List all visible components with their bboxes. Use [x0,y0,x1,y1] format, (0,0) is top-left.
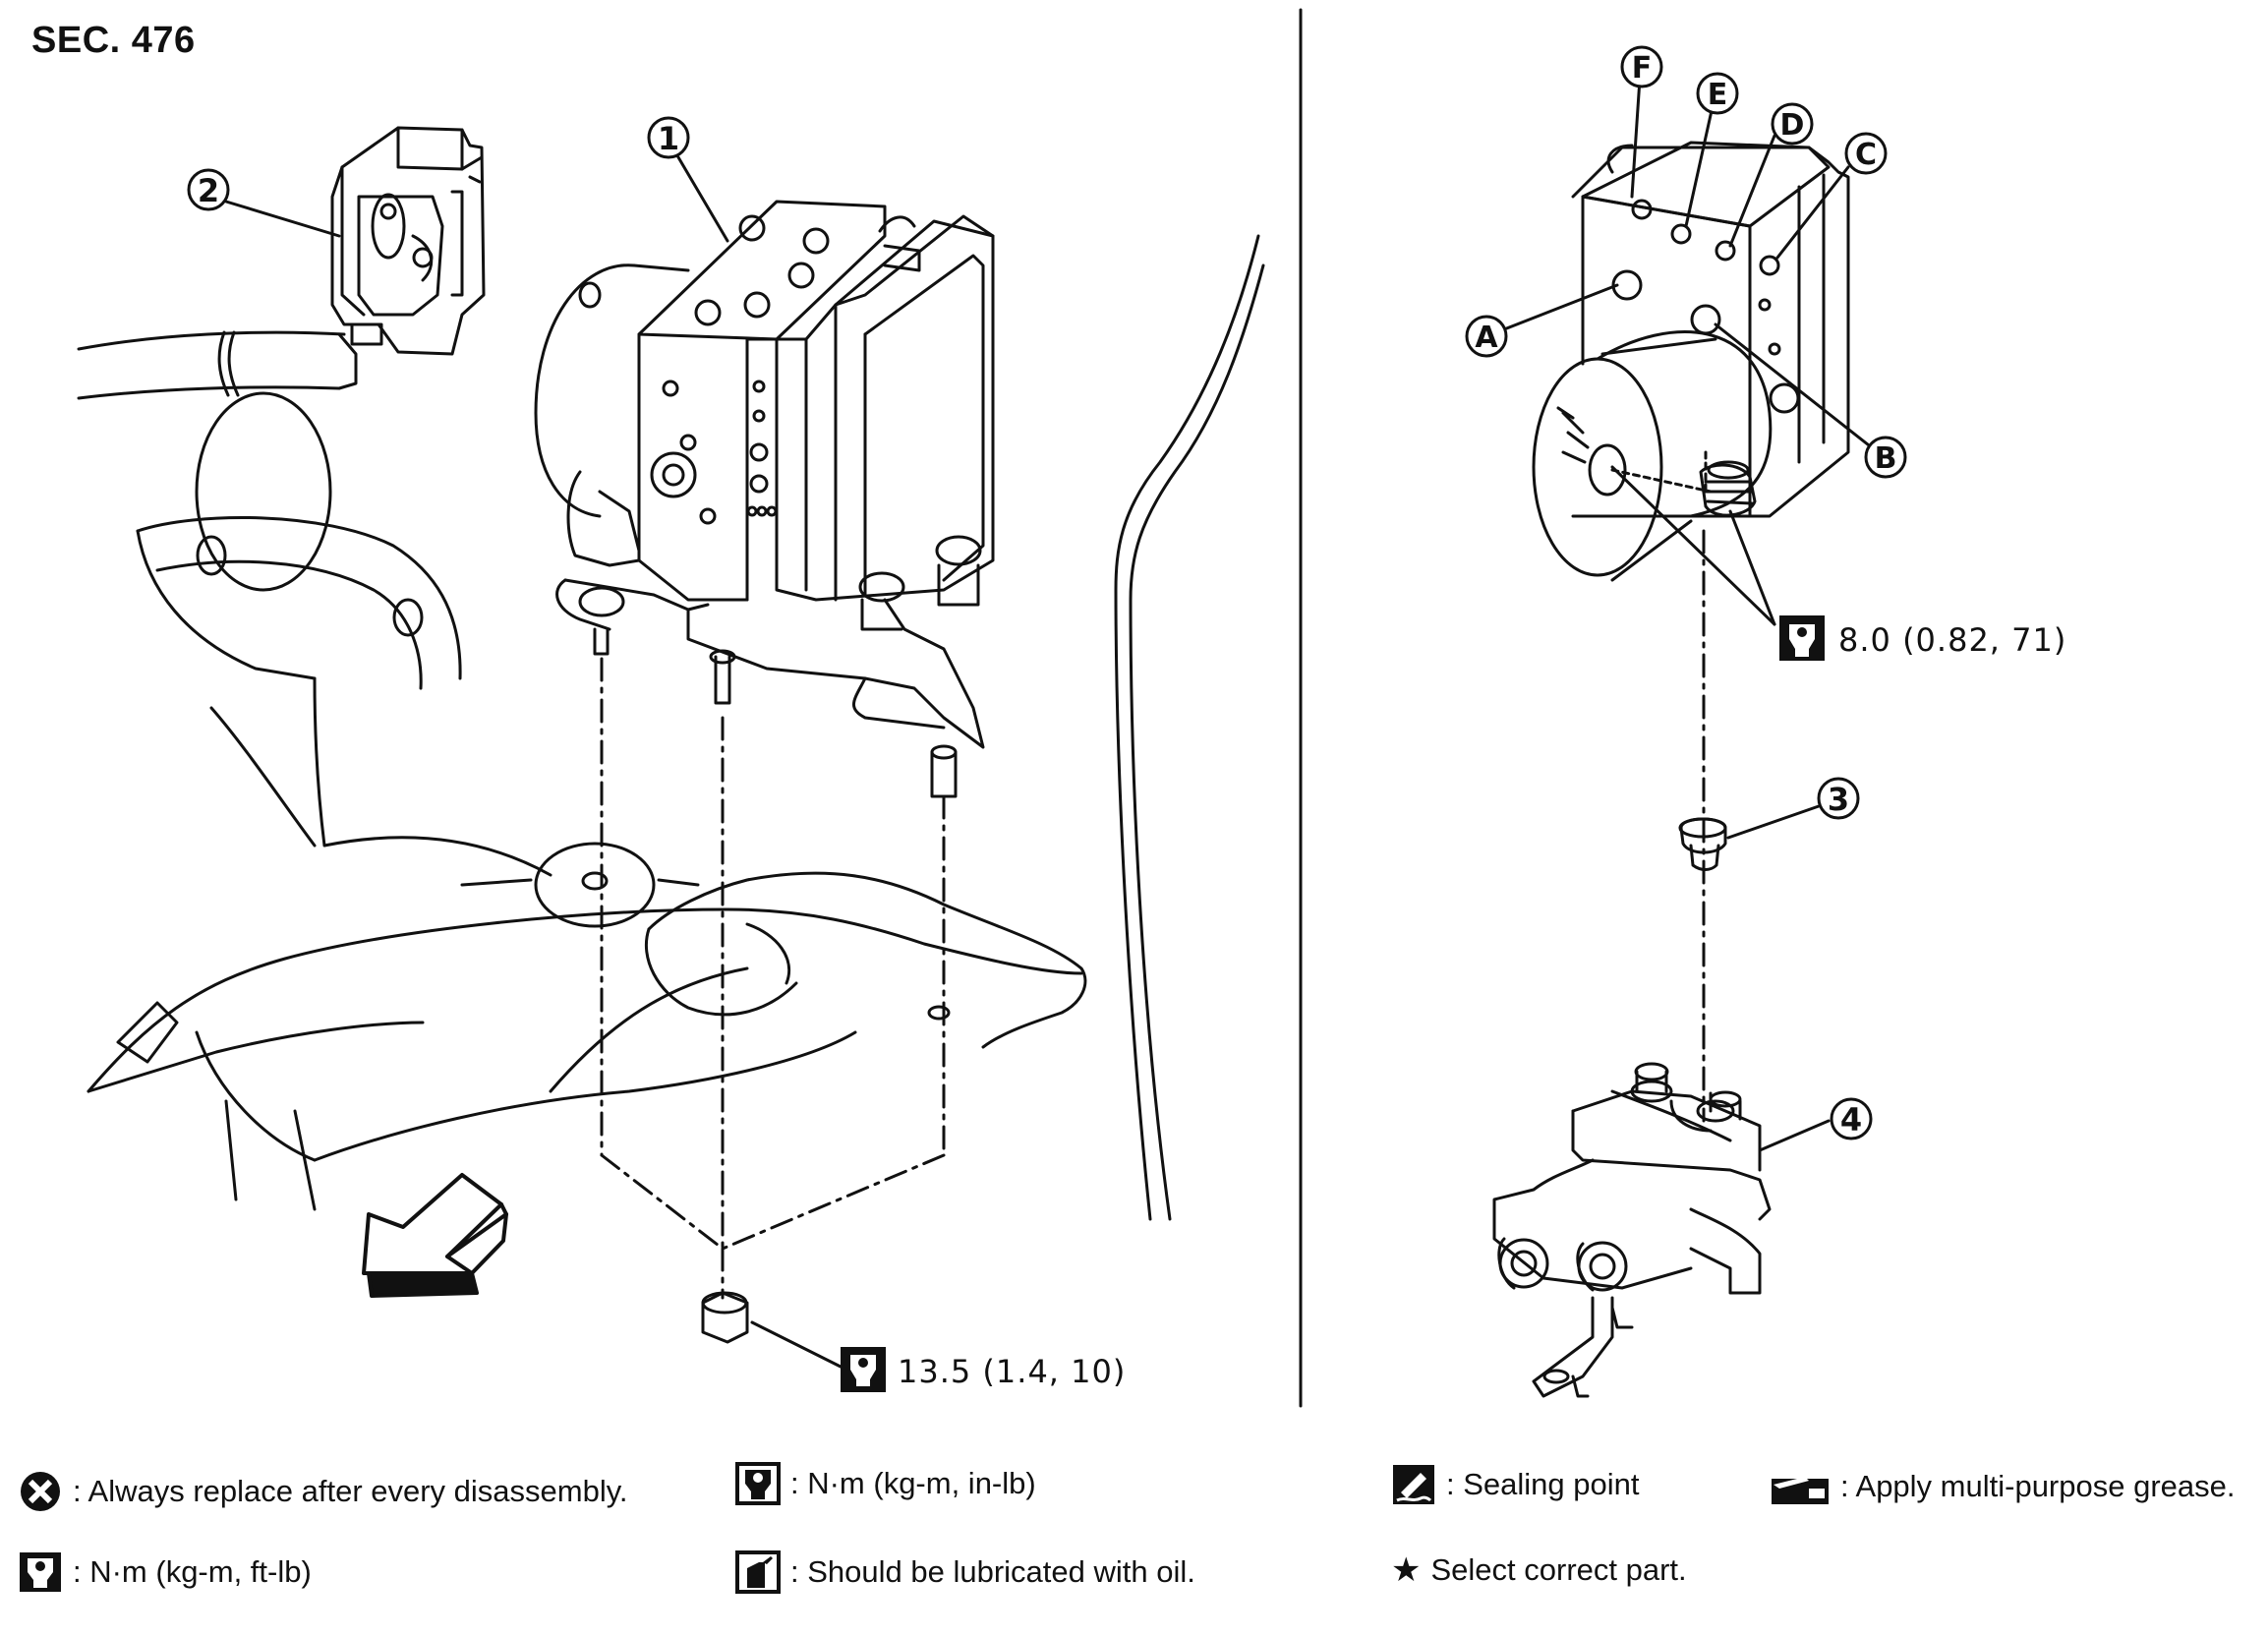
callout-1: 1 [647,116,690,159]
sealing-icon [1393,1465,1434,1504]
actuator-bracket [1492,1062,1831,1398]
callout-2-label: 2 [198,172,219,209]
legend-select: ★ Select correct part. [1391,1550,1687,1590]
grommet [1678,804,1821,871]
callout-B: B [1864,436,1907,479]
left-nut [701,1291,843,1369]
torque-box-left [841,1347,886,1392]
callout-C: C [1844,132,1888,175]
callout-D-label: D [1780,108,1805,143]
abs-actuator-unit [534,200,995,798]
callout-F-label: F [1632,51,1653,86]
torque-box-right [1779,615,1825,661]
body-mount-bracket [460,842,1087,1049]
callout-B-label: B [1875,441,1897,476]
fender-edge [1114,234,1265,1221]
legend-nm-ft-lb-text: : N·m (kg-m, ft-lb) [73,1554,312,1589]
legend-nm-in-lb: : N·m (kg-m, in-lb) [735,1462,1036,1505]
legend-nm-in-lb-text: : N·m (kg-m, in-lb) [790,1466,1036,1500]
star-icon: ★ [1391,1551,1422,1589]
callout-A: A [1465,315,1508,358]
legend-oil: : Should be lubricated with oil. [735,1550,1195,1594]
abs-harness-connector [330,126,486,356]
body-panel [87,907,1083,1211]
callout-E: E [1696,72,1739,115]
legend-select-text: Select correct part. [1430,1552,1687,1587]
callout-3-label: 3 [1828,781,1849,818]
section-title: SEC. 476 [31,20,196,61]
torque-value-right: 8.0 (0.82, 71) [1838,621,2066,659]
torque-in-lb-icon [735,1462,781,1505]
torque-ft-lb-icon [20,1552,61,1592]
front-direction-arrow [362,1173,508,1298]
callout-A-label: A [1475,321,1498,355]
harness-pipe [77,330,358,400]
callout-2: 2 [187,168,230,211]
legend-replace-text: : Always replace after every disassembly… [73,1474,628,1508]
legend-grease: : Apply multi-purpose grease. [1770,1465,2236,1508]
legend-sealing: : Sealing point [1391,1463,1639,1506]
legend-sealing-text: : Sealing point [1446,1467,1640,1501]
replace-icon [21,1472,60,1511]
torque-value-left: 13.5 (1.4, 10) [898,1353,1126,1390]
legend-nm-ft-lb: : N·m (kg-m, ft-lb) [18,1550,312,1594]
left-guide-lines [600,657,946,1300]
callout-E-label: E [1708,78,1728,112]
oil-can-icon [735,1550,781,1594]
actuator-port-view [1502,77,1880,626]
grease-icon [1772,1477,1829,1504]
legend-oil-text: : Should be lubricated with oil. [790,1554,1195,1589]
callout-3: 3 [1817,777,1860,820]
callout-F: F [1620,45,1663,88]
callout-C-label: C [1855,138,1877,172]
callout-1-label: 1 [658,120,679,157]
strut-tower [136,391,552,877]
legend-grease-text: : Apply multi-purpose grease. [1840,1469,2236,1503]
callout-4-label: 4 [1840,1101,1862,1139]
legend-replace: : Always replace after every disassembly… [18,1470,628,1513]
callout-4: 4 [1830,1097,1873,1140]
callout-D: D [1771,102,1814,146]
